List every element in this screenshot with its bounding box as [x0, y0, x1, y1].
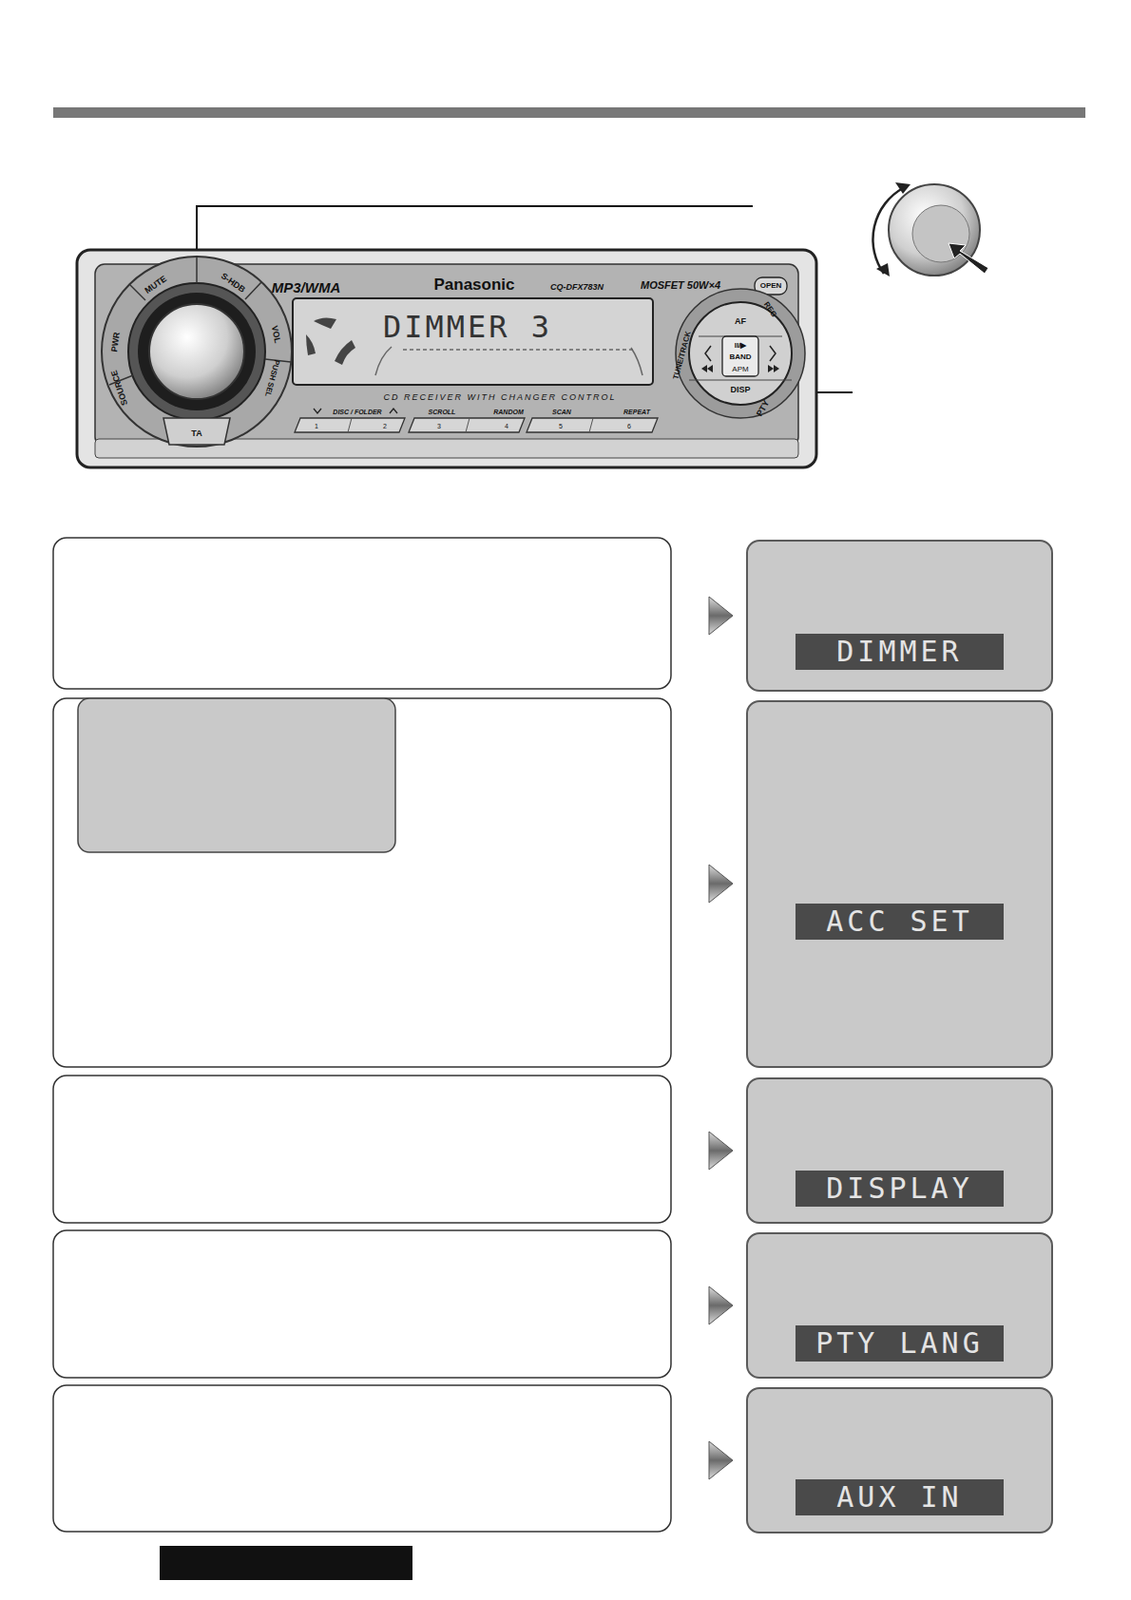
power-rating: MOSFET 50W×4 [640, 280, 721, 291]
button-label: II/▶ [734, 342, 748, 350]
lcd-readout: DIMMER [795, 633, 1004, 671]
button-label: DISC / FOLDER [332, 408, 382, 416]
step-arrow [709, 1286, 733, 1325]
button-label: OPEN [760, 282, 783, 290]
step-arrow [709, 1441, 733, 1480]
button-label: SCAN [552, 408, 572, 416]
step-arrow [709, 596, 733, 635]
header-rule [53, 107, 1086, 118]
lcd-readout: DISPLAY [795, 1170, 1004, 1208]
brand-name: Panasonic [433, 276, 515, 293]
step-arrows [709, 596, 733, 1480]
button-label: TA [191, 429, 202, 439]
button-label: APM [731, 365, 748, 374]
lcd-readout: ACC SET [795, 903, 1004, 940]
button-number: 3 [437, 422, 441, 430]
button-number: 2 [383, 422, 387, 430]
button-label: REPEAT [623, 408, 651, 416]
faceplate-caption: CD RECEIVER WITH CHANGER CONTROL [383, 393, 616, 403]
note-box [77, 698, 396, 853]
lcd-readout: AUX IN [795, 1479, 1004, 1516]
car-stereo-faceplate [76, 249, 817, 468]
button-number: 1 [314, 422, 319, 430]
button-label: SCROLL [428, 408, 457, 416]
step-arrow [709, 864, 733, 903]
button-number: 6 [627, 422, 632, 430]
display-panel: DIMMER [746, 539, 1054, 692]
lcd-readout: PTY LANG [795, 1325, 1004, 1362]
button-label: BAND [728, 353, 751, 362]
display-readout: DIMMER 3 [383, 311, 553, 343]
button-number: 4 [504, 422, 509, 430]
button-label: AF [734, 317, 747, 326]
page-tab [159, 1546, 413, 1581]
display-panel: PTY LANG [746, 1232, 1054, 1380]
display-panel: AUX IN [746, 1387, 1054, 1534]
button-number: 5 [558, 422, 563, 430]
step-arrow [709, 1131, 733, 1170]
button-label: RANDOM [493, 408, 524, 416]
instruction-box [53, 537, 671, 1533]
button-label: DISP [729, 385, 750, 395]
series-mark: MP3/WMA [271, 280, 342, 295]
display-panel: ACC SET [746, 700, 1054, 1069]
display-panel: DISPLAY [746, 1077, 1054, 1225]
rotary-knob-icon [872, 182, 989, 277]
model-number: CQ-DFX783N [550, 283, 604, 292]
